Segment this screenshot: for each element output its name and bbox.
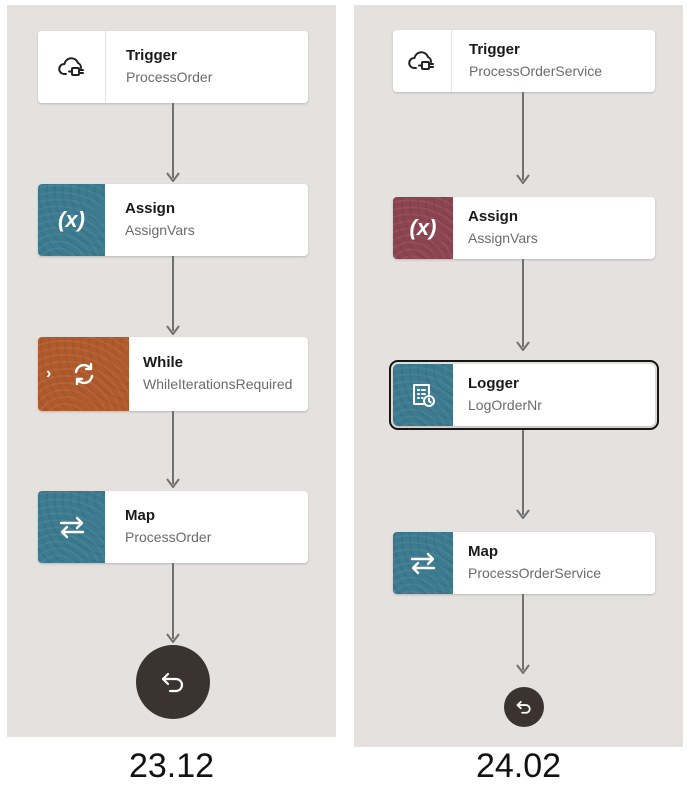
node-subtitle: ProcessOrderService — [469, 63, 603, 79]
connector-arrow — [166, 563, 180, 643]
connector-arrow — [516, 92, 530, 184]
while-node[interactable]: › While WhileIterationsRequired — [38, 337, 308, 411]
expand-chevron-icon[interactable]: › — [46, 365, 52, 382]
node-title: While — [143, 354, 183, 371]
node-title: Map — [125, 507, 155, 524]
logger-node[interactable]: Logger LogOrderNr — [389, 360, 659, 430]
node-title: Map — [468, 543, 498, 560]
swap-arrows-icon — [38, 491, 105, 563]
connector-arrow — [166, 411, 180, 488]
node-title: Trigger — [469, 41, 520, 58]
version-caption-right: 24.02 — [475, 747, 562, 785]
end-node[interactable] — [504, 687, 544, 727]
node-subtitle: LogOrderNr — [468, 397, 542, 413]
node-subtitle: WhileIterationsRequired — [143, 376, 293, 392]
node-title: Assign — [468, 208, 519, 225]
node-subtitle: ProcessOrderService — [468, 565, 602, 581]
node-subtitle: AssignVars — [125, 222, 195, 238]
connector-arrow — [516, 430, 530, 519]
logger-icon — [393, 364, 453, 426]
trigger-node[interactable]: Trigger ProcessOrder — [38, 31, 308, 103]
cloud-plug-icon — [393, 30, 452, 92]
node-subtitle: ProcessOrder — [125, 529, 212, 545]
version-caption-left: 23.12 — [128, 747, 215, 785]
trigger-node[interactable]: Trigger ProcessOrderService — [393, 30, 655, 92]
map-node[interactable]: Map ProcessOrder — [38, 491, 308, 563]
node-title: Logger — [468, 375, 519, 392]
variable-icon: (x) — [393, 197, 453, 259]
assign-node[interactable]: (x) Assign AssignVars — [393, 197, 655, 259]
flow-canvas-23-12: Trigger ProcessOrder (x) Assign AssignVa… — [7, 5, 336, 737]
flow-canvas-24-02: Trigger ProcessOrderService (x) Assign A… — [354, 5, 683, 747]
return-icon — [161, 672, 184, 693]
node-subtitle: ProcessOrder — [126, 69, 213, 85]
variable-glyph: (x) — [409, 215, 437, 240]
connector-arrow — [166, 103, 180, 182]
loop-icon: › — [38, 337, 129, 411]
node-title: Assign — [125, 200, 176, 217]
assign-node[interactable]: (x) Assign AssignVars — [38, 184, 308, 256]
end-node[interactable] — [136, 645, 210, 719]
swap-arrows-icon — [393, 532, 453, 594]
node-title: Trigger — [126, 47, 177, 64]
cloud-plug-icon — [38, 31, 106, 103]
connector-arrow — [516, 259, 530, 351]
return-icon — [516, 700, 531, 714]
variable-icon: (x) — [38, 184, 105, 256]
variable-glyph: (x) — [58, 207, 85, 232]
connector-arrow — [516, 594, 530, 674]
node-subtitle: AssignVars — [468, 230, 538, 246]
connector-arrow — [166, 256, 180, 335]
map-node[interactable]: Map ProcessOrderService — [393, 532, 655, 594]
